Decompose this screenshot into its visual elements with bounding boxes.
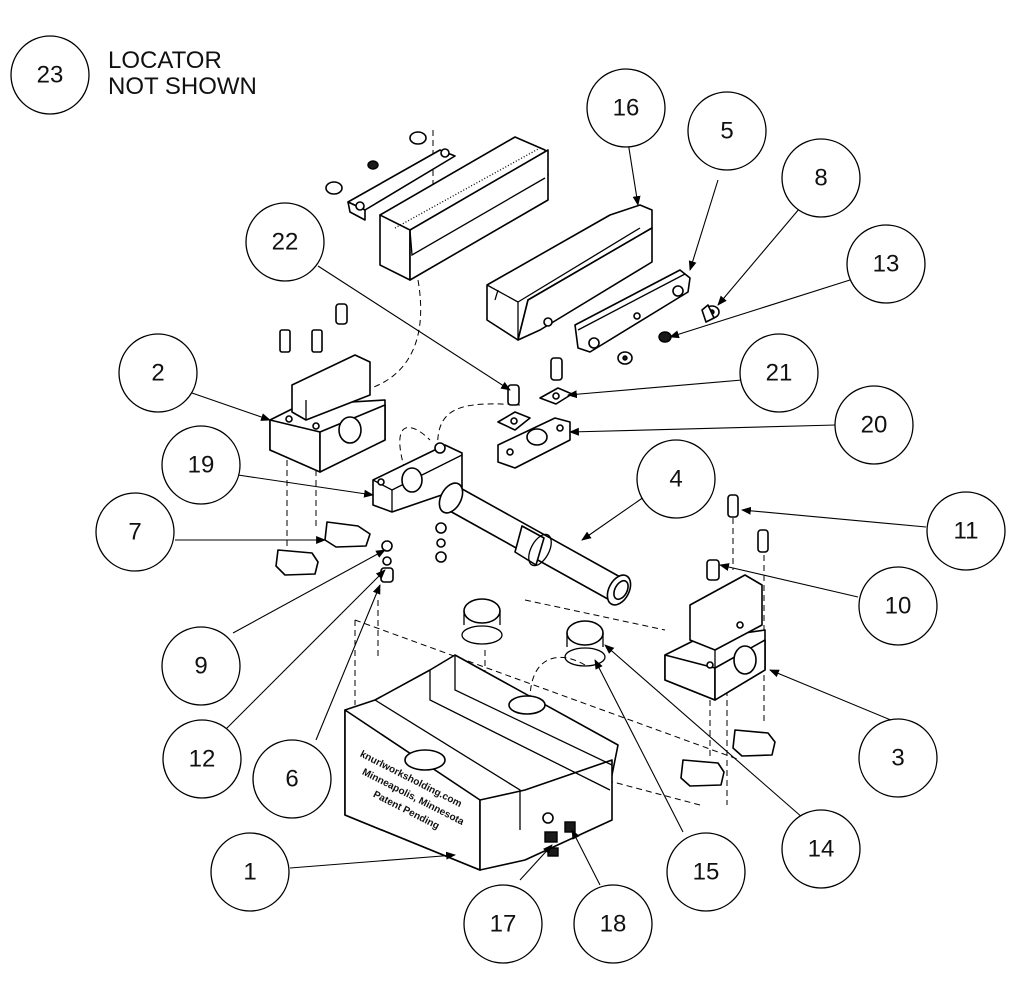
note-line-1: LOCATOR bbox=[108, 47, 222, 74]
balloon-3-label: 3 bbox=[891, 745, 904, 772]
balloon-19: 19 bbox=[161, 425, 241, 505]
balloon-23-label: 23 bbox=[37, 62, 64, 89]
balloon-10: 10 bbox=[858, 566, 938, 646]
balloon-13-label: 13 bbox=[873, 251, 900, 278]
balloon-12-label: 12 bbox=[189, 746, 216, 773]
balloon-11: 11 bbox=[926, 491, 1006, 571]
balloon-14-label: 14 bbox=[808, 836, 835, 863]
part-14-15-buttons bbox=[461, 598, 606, 667]
balloon-2-label: 2 bbox=[151, 360, 164, 387]
balloon-1-label: 1 bbox=[243, 859, 256, 886]
part-7-keys-right bbox=[680, 729, 776, 787]
part-13-setscrew bbox=[658, 331, 672, 343]
locator-note: 23 LOCATOR NOT SHOWN bbox=[10, 35, 257, 115]
balloon-1: 1 bbox=[210, 832, 290, 912]
balloon-7: 7 bbox=[95, 492, 175, 572]
balloon-15-label: 15 bbox=[693, 859, 720, 886]
part-3-right-block bbox=[664, 494, 769, 701]
part-8-screw-lower bbox=[617, 351, 633, 365]
balloon-8-label: 8 bbox=[814, 165, 827, 192]
balloon-11-label: 11 bbox=[954, 518, 979, 545]
balloon-15: 15 bbox=[666, 832, 746, 912]
part-16-jaw-body bbox=[486, 204, 653, 341]
balloon-12: 12 bbox=[162, 719, 242, 799]
part-2-left-block bbox=[269, 303, 386, 473]
balloon-21-label: 21 bbox=[766, 360, 793, 387]
balloon-9: 9 bbox=[161, 626, 241, 706]
balloon-4-label: 4 bbox=[669, 466, 682, 493]
balloon-21: 21 bbox=[739, 333, 819, 413]
part-5-jaw-plate bbox=[574, 269, 691, 353]
balloon-22: 22 bbox=[245, 202, 325, 282]
part-4-cylinder bbox=[438, 482, 632, 606]
balloon-5: 5 bbox=[687, 91, 767, 171]
balloon-13: 13 bbox=[846, 224, 926, 304]
balloon-16-label: 16 bbox=[613, 95, 640, 122]
balloon-7-label: 7 bbox=[128, 519, 141, 546]
balloon-4: 4 bbox=[636, 439, 716, 519]
part-1-base-block: knurlworksholding.com Minneapolis, Minne… bbox=[344, 654, 619, 871]
balloon-23-circle bbox=[10, 35, 90, 115]
balloon-20-label: 20 bbox=[861, 412, 888, 439]
top-jaw-assembly bbox=[325, 131, 549, 281]
balloon-9-label: 9 bbox=[194, 653, 207, 680]
part-19-split-clamp bbox=[372, 442, 463, 583]
balloon-3: 3 bbox=[858, 718, 938, 798]
balloon-10-label: 10 bbox=[885, 593, 912, 620]
balloon-2: 2 bbox=[118, 333, 198, 413]
balloon-14: 14 bbox=[781, 809, 861, 889]
balloon-17: 17 bbox=[463, 884, 543, 964]
part-8-screw bbox=[701, 304, 720, 323]
note-line-2: NOT SHOWN bbox=[108, 73, 257, 100]
balloon-6: 6 bbox=[252, 739, 332, 819]
balloon-20: 20 bbox=[834, 385, 914, 465]
balloon-19-label: 19 bbox=[188, 452, 215, 479]
leader-lines bbox=[175, 141, 928, 886]
balloon-6-label: 6 bbox=[285, 766, 298, 793]
balloon-17-label: 17 bbox=[490, 911, 517, 938]
balloon-8: 8 bbox=[781, 138, 861, 218]
balloon-18: 18 bbox=[573, 884, 653, 964]
part-20-clamp-cap bbox=[497, 417, 571, 469]
balloon-16: 16 bbox=[586, 68, 666, 148]
balloon-22-label: 22 bbox=[272, 229, 299, 256]
balloon-18-label: 18 bbox=[600, 911, 627, 938]
balloon-5-label: 5 bbox=[720, 118, 733, 145]
part-7-keys bbox=[275, 521, 371, 576]
